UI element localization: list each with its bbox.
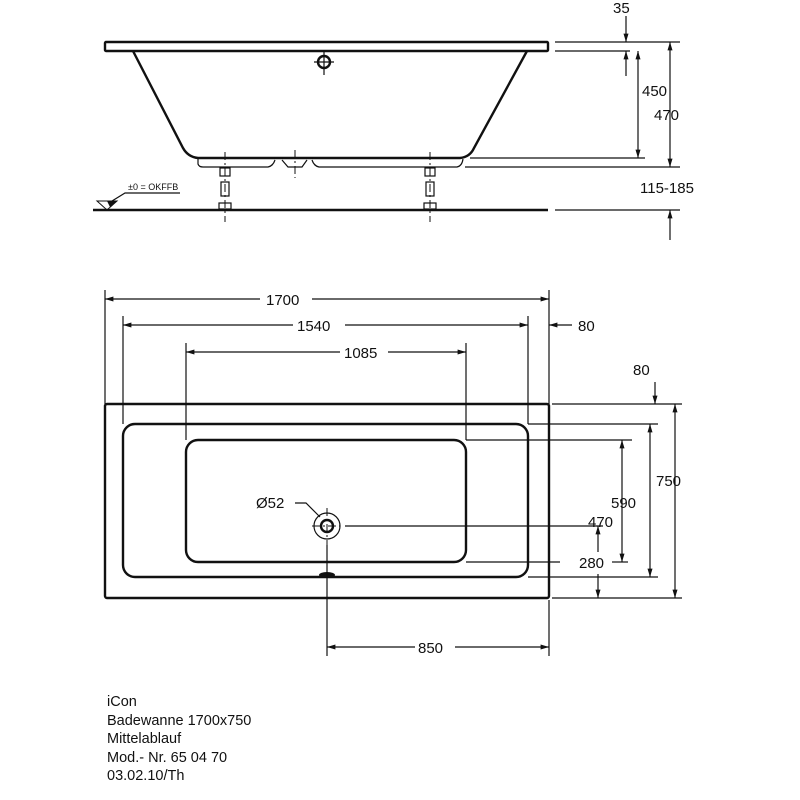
drain-icon — [312, 508, 341, 545]
product-name: iCon — [107, 694, 137, 710]
foot-right — [423, 152, 437, 222]
dim-feet: 115-185 — [640, 180, 694, 197]
floor-label: ±0 = OKFFB — [128, 182, 178, 192]
dim-inner-width: 590 — [611, 495, 636, 512]
dim-rim-side: 80 — [633, 362, 650, 379]
dim-inner-depth: 450 — [642, 83, 667, 100]
level-symbol-icon — [95, 192, 180, 211]
tub-basin-outline — [184, 438, 468, 564]
tub-rim — [103, 40, 550, 53]
dim-outer-width: 750 — [656, 473, 681, 490]
tub-body — [131, 50, 529, 160]
side-view: ±0 = OKFFB 35 450 470 115-185 — [93, 0, 694, 240]
diameter-leader — [295, 502, 321, 518]
dim-drain-diameter: Ø52 — [256, 495, 284, 512]
tub-base — [197, 158, 464, 168]
tub-inner-outline — [121, 422, 530, 579]
dim-rim-end: 80 — [578, 318, 595, 335]
overflow-icon — [314, 50, 334, 75]
dim-basin-width: 470 — [588, 514, 613, 531]
drain-type: Mittelablauf — [107, 731, 182, 748]
model-number: Mod.- Nr. 65 04 70 — [107, 749, 228, 766]
dim-outer-length: 1700 — [266, 292, 299, 309]
dim-total-height: 470 — [654, 107, 679, 124]
top-view: Ø52 1700 1540 80 1085 80 750 590 470 — [103, 290, 682, 657]
dim-drain-offset-y: 280 — [579, 555, 604, 572]
product-description: Badewanne 1700x750 — [107, 712, 252, 729]
dim-rim: 35 — [613, 0, 630, 17]
dim-basin-length: 1085 — [344, 345, 377, 362]
title-block: iCon Badewanne 1700x750 Mittelablauf Mod… — [107, 693, 251, 786]
dim-drain-offset-x: 850 — [418, 640, 443, 657]
revision-date: 03.02.10/Th — [107, 768, 185, 785]
foot-left — [218, 152, 232, 222]
dim-inner-length: 1540 — [297, 318, 330, 335]
